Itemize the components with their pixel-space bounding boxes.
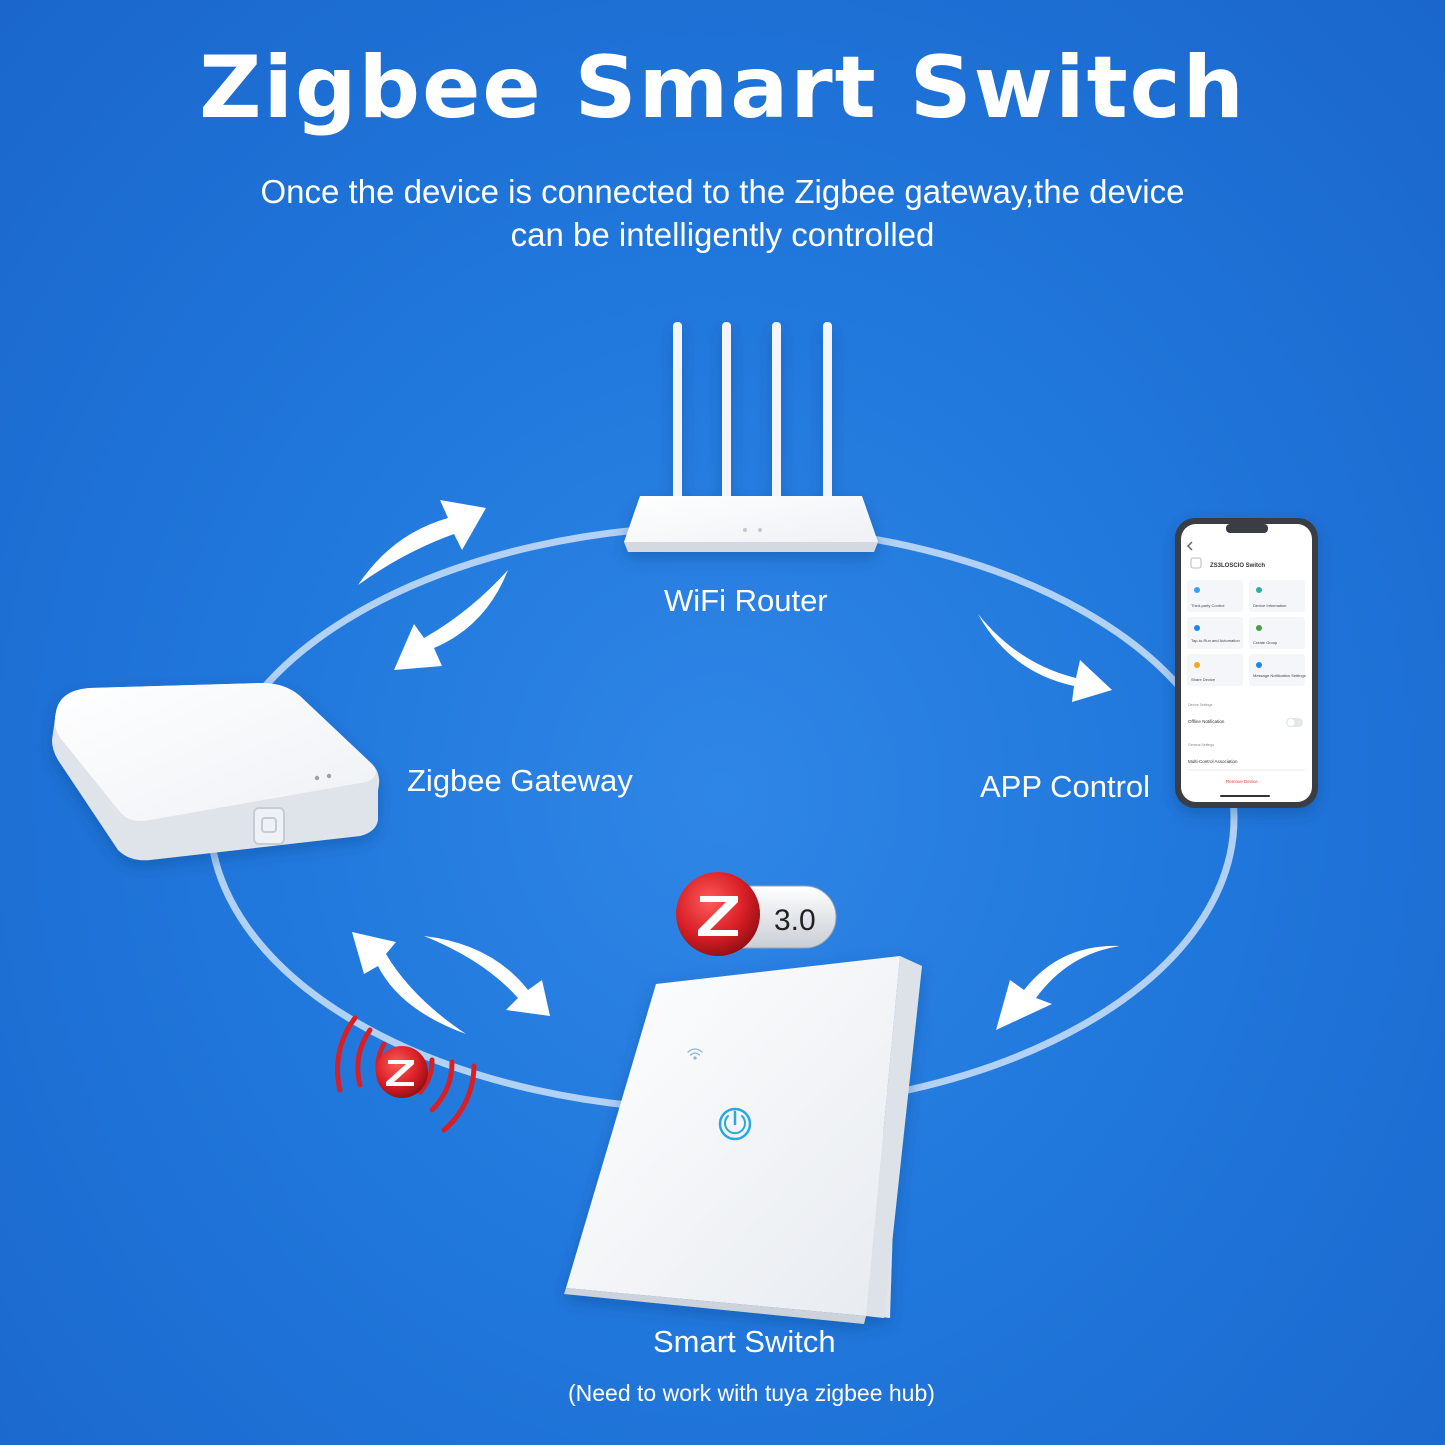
- phone-tile-label: Device Information: [1253, 603, 1286, 608]
- arrow-app-to-switch-icon: [996, 945, 1120, 1030]
- app-control-label: APP Control: [980, 769, 1151, 804]
- zigbee-version-label: 3.0: [774, 904, 816, 937]
- arrow-router-to-app-icon: [978, 614, 1112, 702]
- zigbee-3-badge: 3.0: [676, 872, 837, 956]
- phone-section-label: Device Settings: [1188, 703, 1213, 707]
- phone-tile-label: Third-party Control: [1191, 603, 1224, 608]
- phone-tile-label: Message Notification Settings: [1253, 673, 1306, 678]
- phone-offline-label: Offline Notification: [1188, 719, 1225, 724]
- wifi-indicator-icon: [687, 1048, 703, 1060]
- phone-tile-label: Tap-to-Run and Automation: [1191, 638, 1240, 643]
- switch-requirement-note: (Need to work with tuya zigbee hub): [568, 1380, 935, 1406]
- wifi-router-label: WiFi Router: [664, 583, 828, 618]
- wifi-router-icon: [624, 322, 878, 552]
- arrow-router-to-gateway-icon: [394, 570, 508, 670]
- subtitle-line-2: can be intelligently controlled: [510, 216, 935, 253]
- phone-tile-label: Create Group: [1253, 640, 1278, 645]
- smart-switch-icon: [564, 956, 922, 1324]
- zigbee-gateway-label: Zigbee Gateway: [407, 763, 633, 798]
- phone-section-label: General Settings: [1188, 743, 1214, 747]
- arrow-gateway-to-router-icon: [358, 500, 486, 585]
- arrow-gateway-to-switch-icon: [424, 936, 550, 1016]
- arrow-switch-to-gateway-icon: [352, 932, 466, 1034]
- phone-remove-button: Remove Device: [1226, 779, 1258, 784]
- page-title: Zigbee Smart Switch: [199, 38, 1246, 138]
- zigbee-gateway-icon: [52, 683, 380, 861]
- phone-multi-label: Multi-Control Association: [1188, 759, 1238, 764]
- phone-tile-label: Share Device: [1191, 677, 1216, 682]
- smartphone-icon: ZS3LOSCIO Switch Third-party Control Dev…: [1175, 518, 1318, 808]
- zigbee-signal-icon: [335, 1015, 477, 1133]
- phone-device-title: ZS3LOSCIO Switch: [1210, 563, 1265, 569]
- subtitle-line-1: Once the device is connected to the Zigb…: [260, 173, 1185, 210]
- smart-switch-label: Smart Switch: [653, 1324, 836, 1359]
